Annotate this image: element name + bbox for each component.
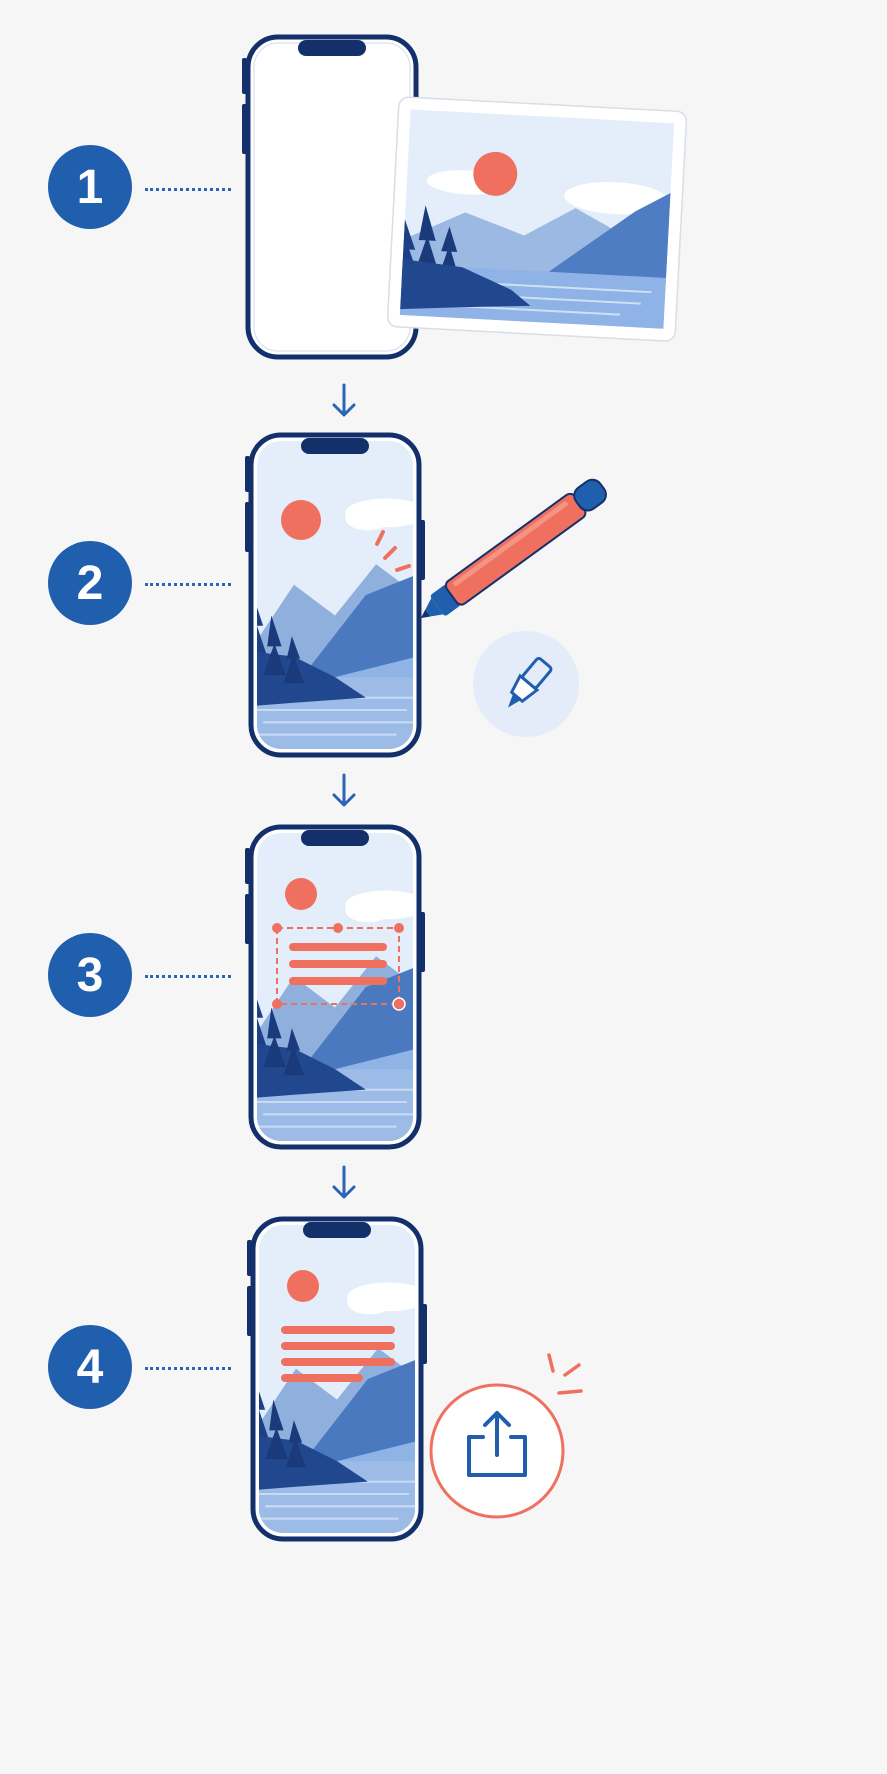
highlighter-icon	[473, 631, 579, 737]
share-icon	[429, 1353, 583, 1519]
dotted-connector	[145, 975, 231, 978]
step-number-label: 3	[76, 948, 104, 1002]
arrow-down-icon	[332, 383, 356, 417]
pen-icon	[375, 478, 607, 618]
text-selection-box	[272, 923, 406, 1011]
landscape-photo	[386, 96, 688, 342]
dotted-connector	[145, 1367, 231, 1370]
dotted-connector	[145, 188, 231, 191]
step-number-label: 4	[76, 1340, 104, 1394]
step-number-1: 1	[48, 145, 132, 229]
step-number-3: 3	[48, 933, 132, 1017]
step-number-4: 4	[48, 1325, 132, 1409]
phone-with-photo	[245, 432, 425, 758]
arrow-down-icon	[332, 1165, 356, 1199]
step-number-label: 1	[76, 160, 104, 214]
step-number-label: 2	[76, 556, 104, 610]
phone-blank	[242, 34, 422, 360]
phone-final	[247, 1216, 427, 1542]
arrow-down-icon	[332, 773, 356, 807]
phone-text-box	[245, 824, 425, 1150]
dotted-connector	[145, 583, 231, 586]
step-number-2: 2	[48, 541, 132, 625]
